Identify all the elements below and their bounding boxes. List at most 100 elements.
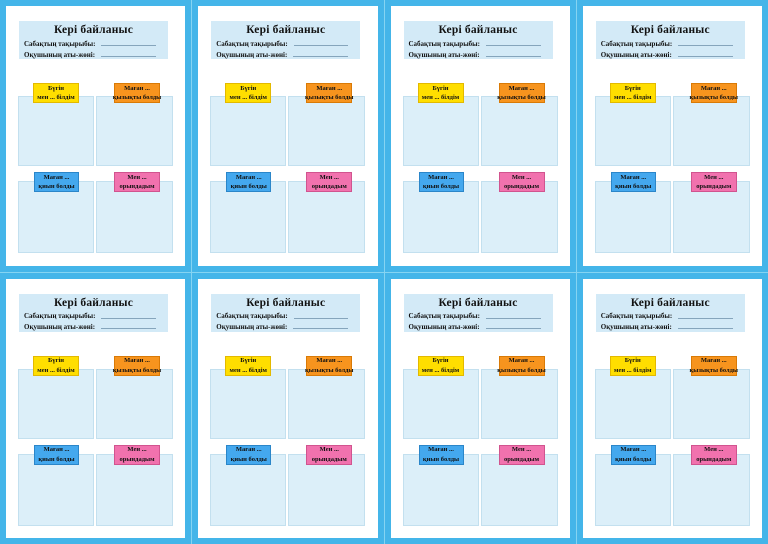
feedback-form-card: Кері байланыс Сабақтың тақырыбы: Оқушыны… — [384, 272, 576, 544]
form-header: Кері байланыс Сабақтың тақырыбы: Оқушыны… — [211, 293, 361, 332]
student-name-blank-line — [677, 328, 733, 330]
answer-box-today-learned — [402, 96, 479, 166]
tab-line: қиын болды — [230, 455, 267, 463]
tab-interesting: Маған ... қызықты болды — [690, 83, 738, 103]
feedback-form-card: Кері байланыс Сабақтың тақырыбы: Оқушыны… — [192, 272, 384, 544]
tab-line: Бүгін — [624, 84, 641, 92]
lesson-topic-blank-line — [293, 317, 349, 319]
form-title: Кері байланыс — [246, 296, 326, 309]
field-student-name: Оқушының аты-жөні: — [211, 321, 360, 332]
form-header: Кері байланыс Сабақтың тақырыбы: Оқушыны… — [403, 21, 553, 59]
lesson-topic-label: Сабақтың тақырыбы: — [24, 39, 96, 48]
answer-box-interesting — [288, 368, 366, 439]
field-lesson-topic: Сабақтың тақырыбы: — [596, 38, 745, 49]
tab-completed: Мен ... орындадым — [306, 172, 353, 192]
tab-line: мен ... білдім — [229, 94, 267, 101]
student-name-label: Оқушының аты-жөні: — [600, 323, 672, 332]
tab-line: Бүгін — [47, 357, 65, 365]
field-lesson-topic: Сабақтың тақырыбы: — [211, 38, 360, 49]
lesson-topic-label: Сабақтың тақырыбы: — [216, 312, 288, 321]
form-header: Кері байланыс Сабақтың тақырыбы: Оқушыны… — [595, 21, 745, 59]
tab-line: Бүгін — [432, 84, 449, 92]
tab-interesting: Маған ... қызықты болды — [305, 355, 354, 376]
student-name-blank-line — [101, 328, 156, 330]
answer-box-interesting — [96, 368, 173, 439]
tab-completed: Мен ... орындадым — [114, 172, 160, 192]
tab-line: қызықты болды — [305, 94, 354, 101]
tab-line: қиын болды — [615, 455, 652, 463]
lesson-topic-blank-line — [485, 45, 541, 47]
tab-line: қиын болды — [38, 455, 75, 463]
tab-line: орындадым — [696, 183, 732, 190]
tab-line: Мен ... — [511, 446, 532, 454]
tab-line: Мен ... — [319, 446, 339, 454]
form-header: Кері байланыс Сабақтың тақырыбы: Оқушыны… — [19, 293, 168, 332]
field-lesson-topic: Сабақтың тақырыбы: — [19, 38, 168, 49]
student-name-blank-line — [485, 55, 541, 57]
tab-line: Мен ... — [127, 446, 147, 454]
tab-line: Маған ... — [508, 84, 535, 92]
form-title: Кері байланыс — [246, 24, 326, 36]
feedback-form-card: Кері байланыс Сабақтың тақырыбы: Оқушыны… — [576, 0, 768, 272]
tab-line: Маған ... — [235, 173, 262, 181]
lesson-topic-blank-line — [101, 45, 156, 47]
answer-box-interesting — [96, 96, 173, 166]
field-lesson-topic: Сабақтың тақырыбы: — [211, 310, 360, 321]
tab-line: мен ... білдім — [421, 94, 460, 101]
tab-difficult: Маған ... қиын болды — [226, 172, 272, 192]
tab-line: Маған ... — [700, 357, 727, 365]
lesson-topic-blank-line — [293, 45, 349, 47]
lesson-topic-blank-line — [678, 317, 733, 319]
field-student-name: Оқушының аты-жөні: — [19, 48, 168, 59]
lesson-topic-label: Сабақтың тақырыбы: — [600, 312, 673, 321]
answer-box-today-learned — [210, 368, 287, 439]
tab-line: қызықты болды — [689, 366, 738, 374]
tab-line: Мен ... — [127, 173, 147, 181]
tab-line: Маған ... — [700, 84, 727, 92]
tab-today-learned: Бүгін мен ... білдім — [33, 355, 79, 376]
tab-line: Маған ... — [428, 173, 454, 181]
tab-line: мен ... білдім — [614, 94, 652, 101]
tab-line: қызықты болды — [497, 366, 546, 374]
tab-line: Мен ... — [511, 173, 532, 181]
form-header: Кері байланыс Сабақтың тақырыбы: Оқушыны… — [595, 293, 745, 332]
tab-today-learned: Бүгін мен ... білдім — [609, 355, 656, 376]
tab-line: Маған ... — [316, 357, 343, 365]
student-name-blank-line — [293, 328, 349, 330]
lesson-topic-blank-line — [485, 317, 541, 319]
tab-line: Маған ... — [43, 446, 70, 454]
form-header: Кері байланыс Сабақтың тақырыбы: Оқушыны… — [211, 21, 361, 59]
field-lesson-topic: Сабақтың тақырыбы: — [404, 38, 553, 49]
tab-line: мен ... білдім — [37, 366, 75, 374]
student-name-label: Оқушының аты-жөні: — [408, 323, 480, 332]
tab-line: Мен ... — [704, 446, 724, 454]
tab-interesting: Маған ... қызықты болды — [113, 83, 161, 103]
answer-box-difficult — [402, 453, 479, 526]
tab-line: Маған ... — [620, 173, 647, 181]
form-title: Кері байланыс — [53, 24, 134, 36]
form-title: Кері байланыс — [630, 24, 710, 36]
tab-difficult: Маған ... қиын болды — [610, 172, 656, 192]
field-student-name: Оқушының аты-жөні: — [404, 48, 553, 59]
tab-today-learned: Бүгін мен ... білдім — [417, 355, 464, 376]
tab-line: Бүгін — [624, 357, 641, 365]
form-title: Кері байланыс — [630, 296, 710, 309]
tab-line: қиын болды — [422, 183, 460, 190]
student-name-label: Оқушының аты-жөні: — [408, 50, 480, 59]
answer-box-today-learned — [18, 96, 94, 166]
tab-line: қиын болды — [38, 183, 75, 190]
field-student-name: Оқушының аты-жөні: — [596, 48, 745, 59]
student-name-label: Оқушының аты-жөні: — [24, 50, 96, 59]
tab-line: орындадым — [311, 455, 347, 463]
tab-completed: Мен ... орындадым — [690, 172, 737, 192]
tab-line: Маған ... — [316, 84, 343, 92]
tab-today-learned: Бүгін мен ... білдім — [33, 83, 79, 103]
answer-box-completed — [480, 453, 558, 526]
tab-line: Маған ... — [124, 357, 150, 365]
tab-line: мен ... білдім — [614, 366, 652, 374]
lesson-topic-blank-line — [101, 317, 156, 319]
answer-box-interesting — [480, 368, 558, 439]
student-name-label: Оқушының аты-жөні: — [24, 323, 96, 332]
answer-box-interesting — [672, 368, 750, 439]
